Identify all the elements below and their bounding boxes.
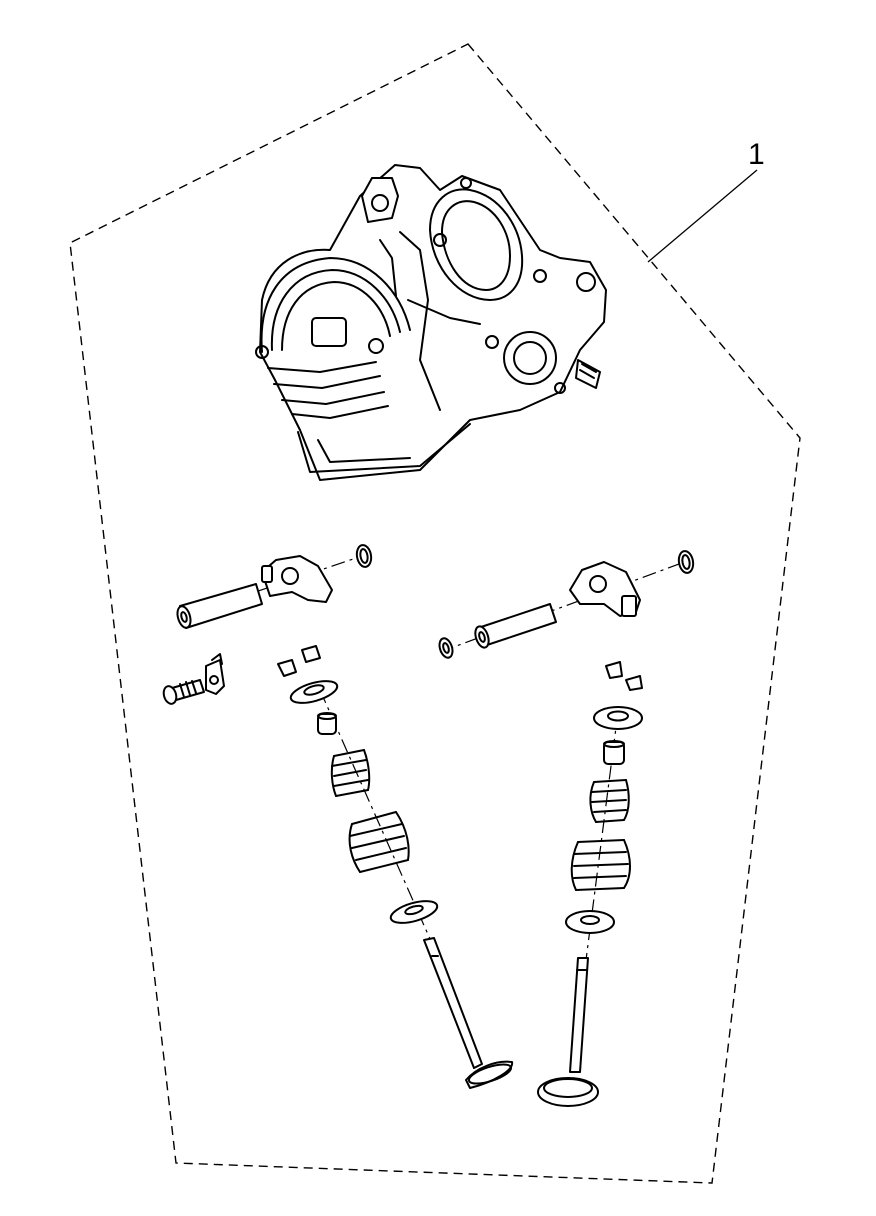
left-o-ring: [355, 544, 373, 568]
assembly-boundary: [69, 43, 801, 1184]
right-valve-stack: [537, 706, 643, 1107]
callout-leader: [647, 169, 758, 263]
cylinder-head: [255, 164, 607, 481]
left-valve-stack: [289, 680, 514, 1089]
callout-label: 1: [748, 138, 765, 171]
left-bolt: [162, 679, 205, 705]
right-rocker-shaft: [438, 559, 691, 659]
right-o-ring: [677, 550, 695, 574]
right-rocker-arm: [569, 561, 641, 617]
left-rocker-arm: [261, 555, 333, 603]
left-bracket: [205, 653, 225, 695]
right-valve-keepers: [605, 661, 643, 691]
left-valve-keepers: [277, 645, 321, 677]
